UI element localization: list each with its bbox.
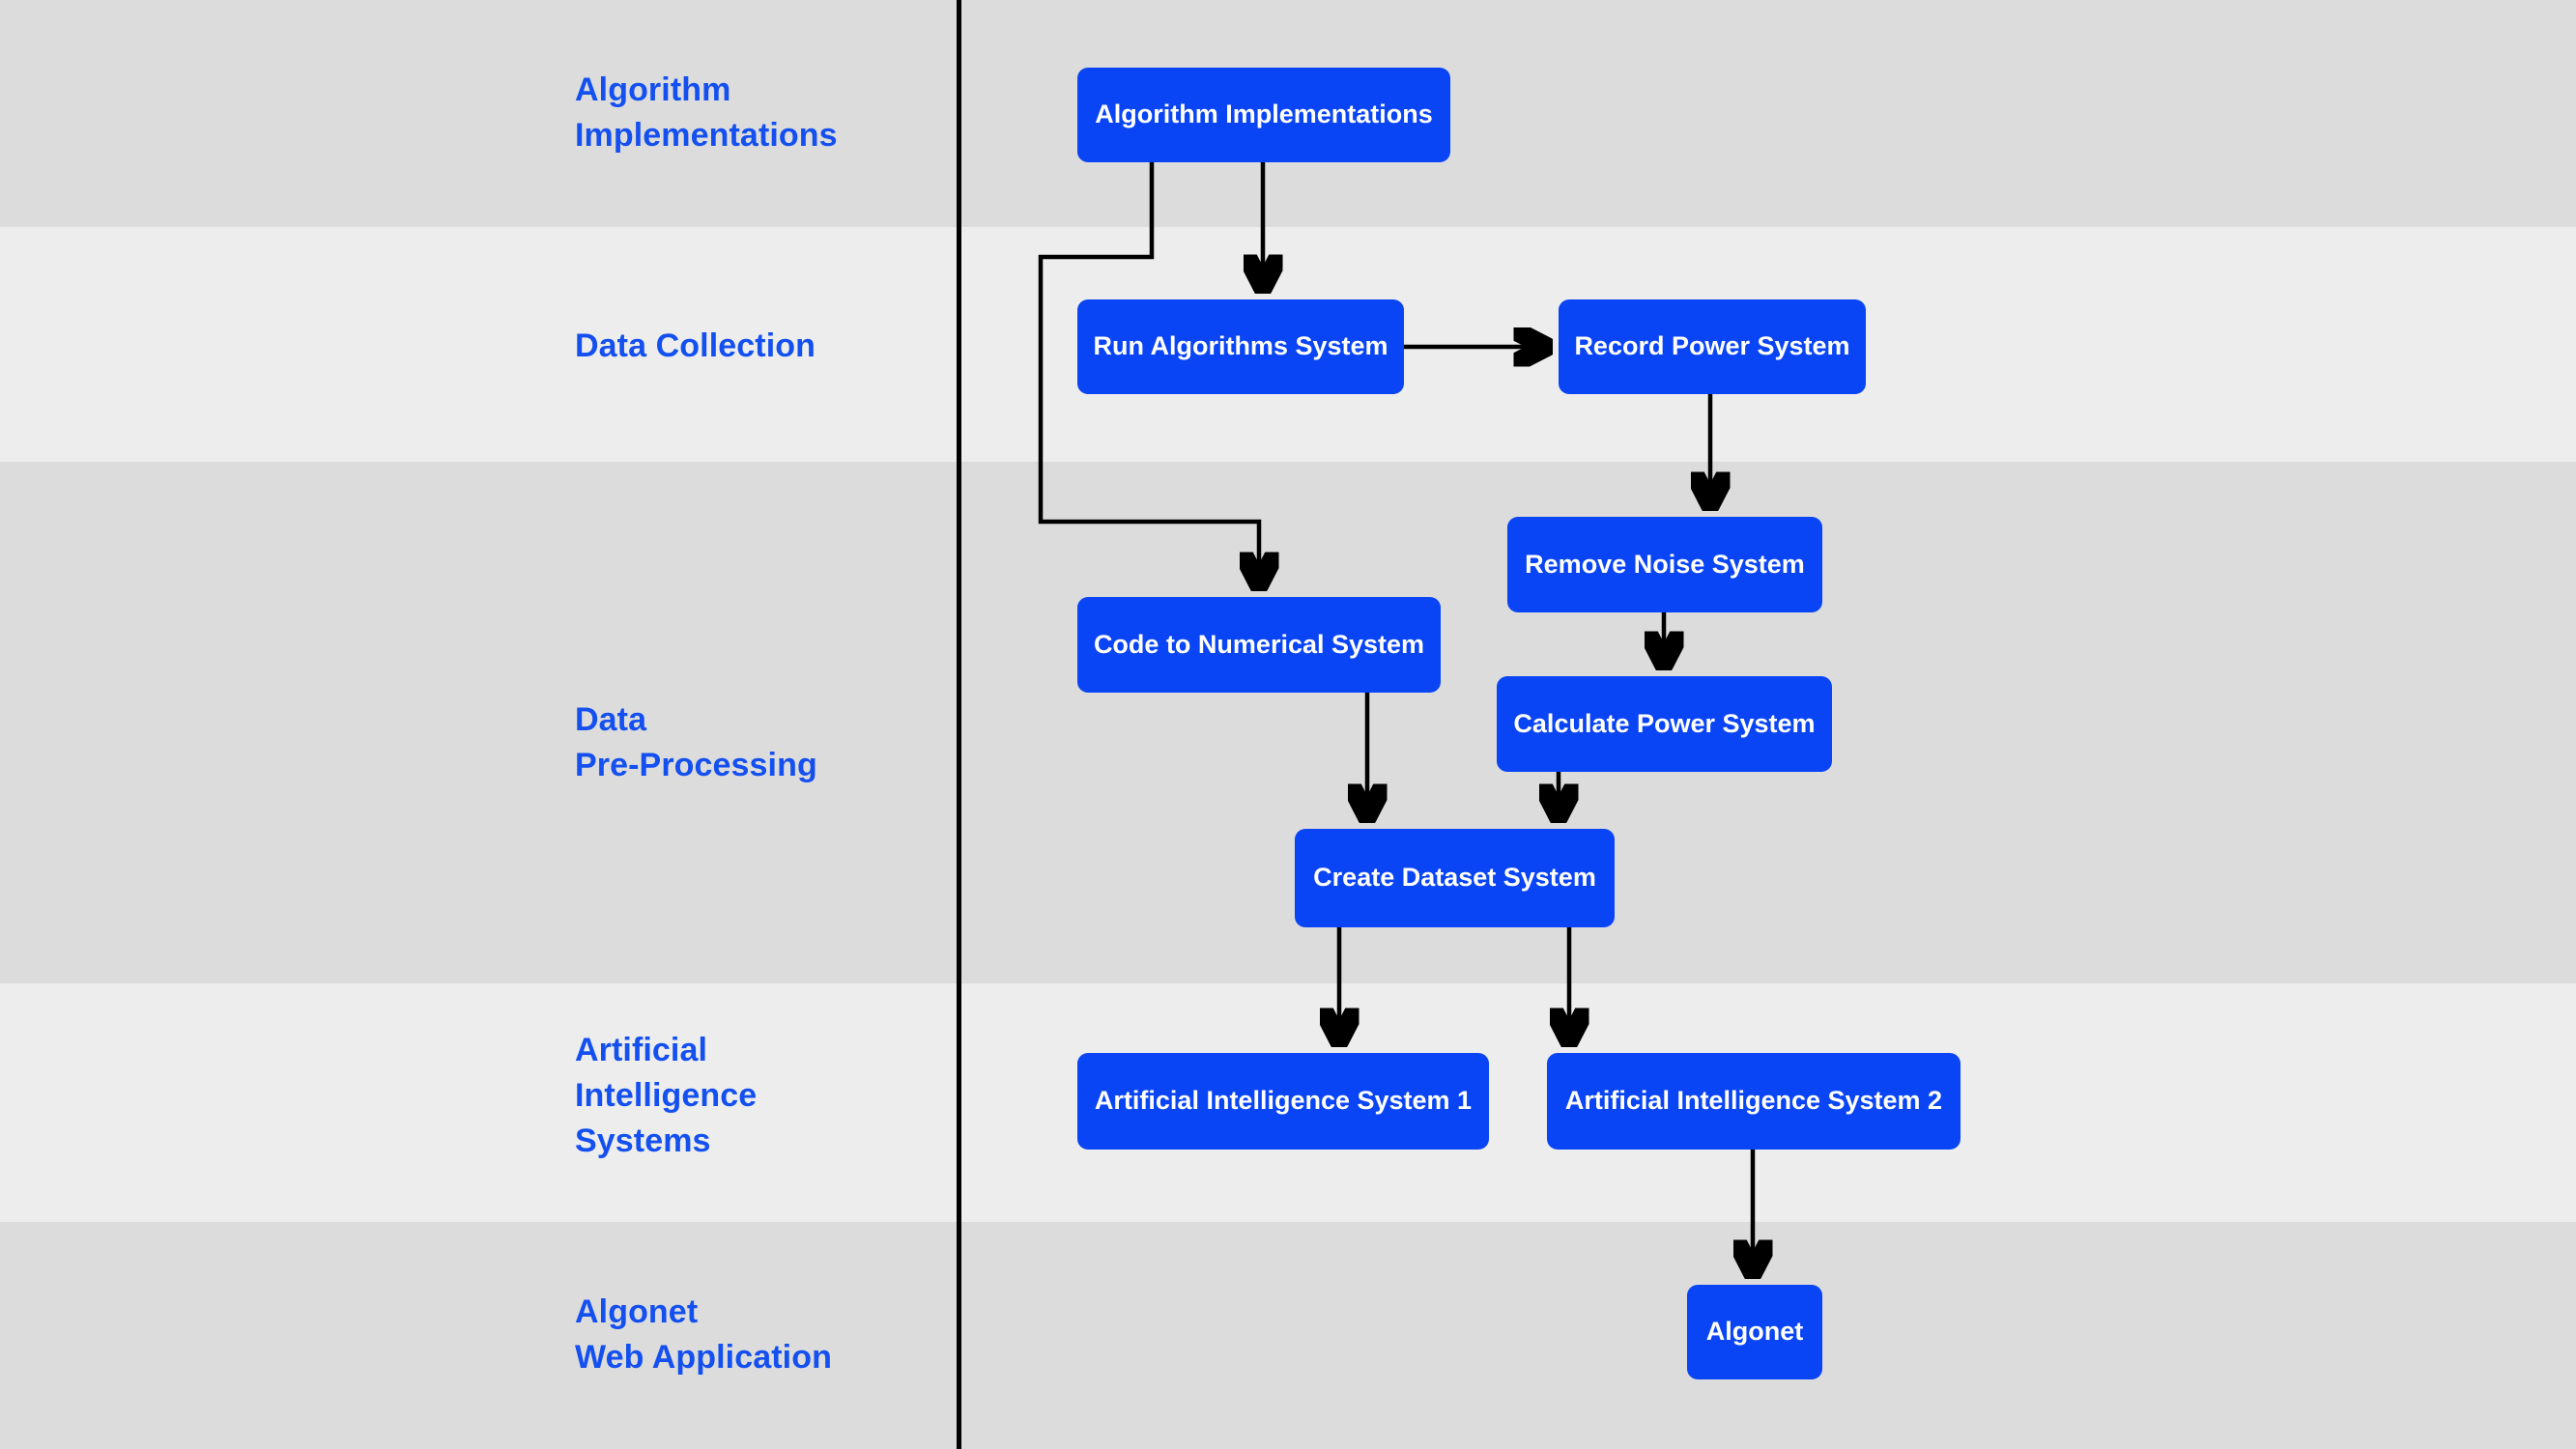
- node-calculate-power-system[interactable]: Calculate Power System: [1497, 676, 1832, 772]
- node-label: Calculate Power System: [1513, 709, 1815, 739]
- node-record-power-system[interactable]: Record Power System: [1559, 299, 1866, 394]
- node-label: Algorithm Implementations: [1095, 99, 1433, 129]
- phase-band-data-pre-processing: [0, 462, 2576, 983]
- label-column-divider: [957, 0, 961, 1449]
- node-artificial-intelligence-system-2[interactable]: Artificial Intelligence System 2: [1547, 1053, 1961, 1150]
- node-label: Artificial Intelligence System 2: [1565, 1086, 1942, 1116]
- node-code-to-numerical-system[interactable]: Code to Numerical System: [1077, 597, 1441, 693]
- node-create-dataset-system[interactable]: Create Dataset System: [1295, 829, 1615, 927]
- node-artificial-intelligence-system-1[interactable]: Artificial Intelligence System 1: [1077, 1053, 1489, 1150]
- node-label: Run Algorithms System: [1093, 331, 1388, 361]
- phase-label-data-pre-processing: Data Pre-Processing: [575, 697, 817, 788]
- node-label: Remove Noise System: [1525, 550, 1805, 580]
- phase-label-algorithm-implementations: Algorithm Implementations: [575, 68, 838, 158]
- node-label: Artificial Intelligence System 1: [1095, 1086, 1472, 1116]
- phase-label-artificial-intelligence-systems: Artificial Intelligence Systems: [575, 1028, 757, 1164]
- phase-band-algonet-web-application: [0, 1222, 2576, 1449]
- node-label: Algonet: [1706, 1317, 1804, 1347]
- node-algorithm-implementations[interactable]: Algorithm Implementations: [1077, 68, 1450, 162]
- node-remove-noise-system[interactable]: Remove Noise System: [1507, 517, 1822, 612]
- node-label: Code to Numerical System: [1094, 630, 1424, 660]
- node-label: Create Dataset System: [1313, 863, 1596, 893]
- node-label: Record Power System: [1574, 331, 1849, 361]
- node-run-algorithms-system[interactable]: Run Algorithms System: [1077, 299, 1404, 394]
- phase-label-algonet-web-application: Algonet Web Application: [575, 1290, 832, 1380]
- node-algonet[interactable]: Algonet: [1687, 1285, 1822, 1379]
- phase-label-data-collection: Data Collection: [575, 324, 816, 369]
